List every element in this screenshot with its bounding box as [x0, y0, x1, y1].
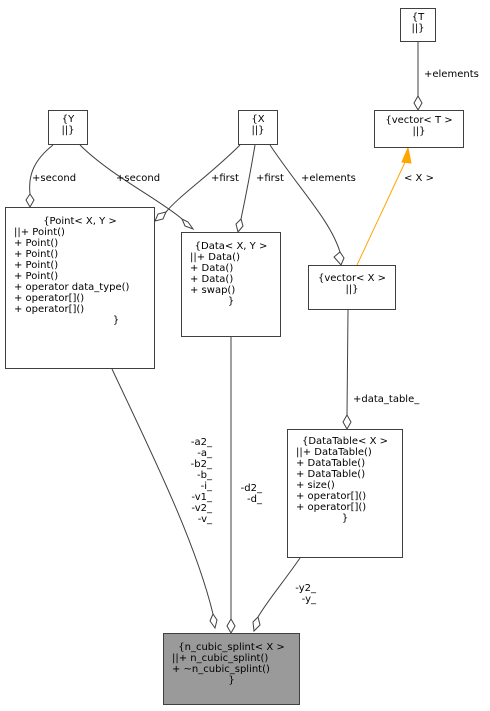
class-title: {Point< X, Y > — [43, 216, 117, 227]
edge-label-y-second-data: +second — [116, 173, 161, 184]
class-member: + size() — [296, 480, 335, 491]
member-label: -d_ — [247, 494, 262, 505]
class-separator: ||} — [345, 284, 359, 295]
class-title: {vector< T > — [385, 115, 453, 126]
member-label: -a_ — [197, 448, 212, 459]
edge-point-members — [111, 368, 214, 615]
edge-label-data-members: -d2_ -d_ — [234, 483, 262, 505]
class-node-n-cubic-splint[interactable]: {n_cubic_splint< X > ||+ n_cubic_splint(… — [163, 633, 300, 705]
member-label: -b2_ — [190, 459, 212, 470]
edge-label-point-members: -a2_ -a_ -b2_ -b_ -i_ -v1_ -v2_ -v_ — [176, 437, 212, 525]
member-label: -y2_ — [295, 583, 316, 594]
class-node-datatable[interactable]: {DataTable< X > ||+ DataTable() + DataTa… — [287, 429, 403, 558]
diamond-spline-point — [209, 612, 218, 630]
edge-label-template-arg: < X > — [404, 173, 434, 184]
class-node-point[interactable]: {Point< X, Y > ||+ Point() + Point() + P… — [5, 207, 155, 369]
member-label: -v2_ — [191, 503, 212, 514]
class-close: } — [228, 675, 235, 686]
class-separator: ||} — [412, 126, 426, 137]
edge-label-x-first-point: +first — [211, 173, 239, 184]
edge-label-t-elements: +elements — [424, 69, 479, 80]
class-title: {T — [411, 12, 425, 23]
diamond-data-y — [181, 217, 195, 231]
member-label: -v1_ — [191, 492, 212, 503]
edge-label-x-first-data: +first — [256, 173, 284, 184]
edge-label-x-elements: +elements — [301, 173, 356, 184]
edge-label-table-members: -y2_ -y_ — [290, 583, 316, 605]
class-title: {X — [251, 114, 265, 125]
edge-label-data-table: +data_table_ — [353, 394, 420, 405]
diamond-spline-table — [252, 616, 261, 633]
class-node-vector-t[interactable]: {vector< T > ||} — [374, 110, 464, 148]
member-label: -d2_ — [240, 483, 262, 494]
edge-table-members — [257, 557, 301, 618]
class-member: + Data() — [190, 274, 234, 285]
class-member: + ~n_cubic_splint() — [172, 664, 270, 675]
class-member: + Point() — [14, 271, 59, 282]
class-node-x[interactable]: {X ||} — [238, 110, 278, 145]
class-member: + operator[]() — [296, 502, 367, 513]
edge-y-second-data — [79, 144, 183, 220]
class-member: + Point() — [14, 238, 59, 249]
edge-template-arg — [356, 157, 408, 266]
diamond-vector-x — [333, 251, 345, 266]
class-separator: ||} — [61, 125, 75, 136]
class-member: + operator[]() — [296, 491, 367, 502]
edge-x-first-data — [240, 144, 256, 220]
member-label: -v_ — [197, 514, 212, 525]
diamond-spline-data — [226, 617, 236, 635]
class-member: ||+ Data() — [190, 252, 240, 263]
class-node-vector-x[interactable]: {vector< X > ||} — [308, 265, 396, 310]
class-title: {Data< X, Y > — [194, 241, 268, 252]
class-separator: ||} — [411, 23, 425, 34]
diamond-data-x — [235, 218, 244, 234]
class-member: + Point() — [14, 249, 59, 260]
class-title: {Y — [61, 114, 75, 125]
diamond-datatable — [342, 413, 352, 431]
class-member: + operator[]() — [14, 304, 85, 315]
class-title: {vector< X > — [317, 273, 387, 284]
class-member: ||+ DataTable() — [296, 447, 372, 458]
member-label: -a2_ — [190, 437, 212, 448]
class-member: + operator[]() — [14, 293, 85, 304]
class-node-y[interactable]: {Y ||} — [48, 110, 88, 145]
class-member: + DataTable() — [296, 469, 366, 480]
edge-label-y-second-point: +second — [32, 173, 77, 184]
arrow-template — [401, 146, 412, 164]
class-title: {n_cubic_splint< X > — [178, 642, 285, 653]
edge-data-table — [346, 309, 349, 416]
member-label: -y_ — [301, 594, 316, 605]
class-close: } — [112, 315, 120, 326]
class-member: ||+ Point() — [14, 227, 65, 238]
class-member: + operator data_type() — [14, 282, 130, 293]
class-node-data[interactable]: {Data< X, Y > ||+ Data() + Data() + Data… — [181, 232, 281, 337]
class-separator: ||} — [251, 125, 265, 136]
edge-x-elements — [269, 144, 341, 253]
diamond-point-x — [154, 211, 167, 222]
class-member: ||+ n_cubic_splint() — [172, 653, 269, 664]
class-member: + Point() — [14, 260, 59, 271]
class-member: + swap() — [190, 285, 236, 296]
class-close: } — [227, 296, 235, 307]
class-member: + DataTable() — [296, 458, 366, 469]
class-member: + Data() — [190, 263, 234, 274]
member-label: -b_ — [197, 470, 212, 481]
diamond-point-y — [25, 193, 35, 209]
diamond-vector-t — [413, 94, 423, 112]
member-label: -i_ — [200, 481, 212, 492]
class-node-t[interactable]: {T ||} — [400, 8, 436, 42]
class-title: {DataTable< X > — [301, 436, 389, 447]
edge-x-first-point — [165, 144, 241, 213]
edge-y-second-point — [29, 144, 54, 195]
class-close: } — [341, 513, 349, 524]
